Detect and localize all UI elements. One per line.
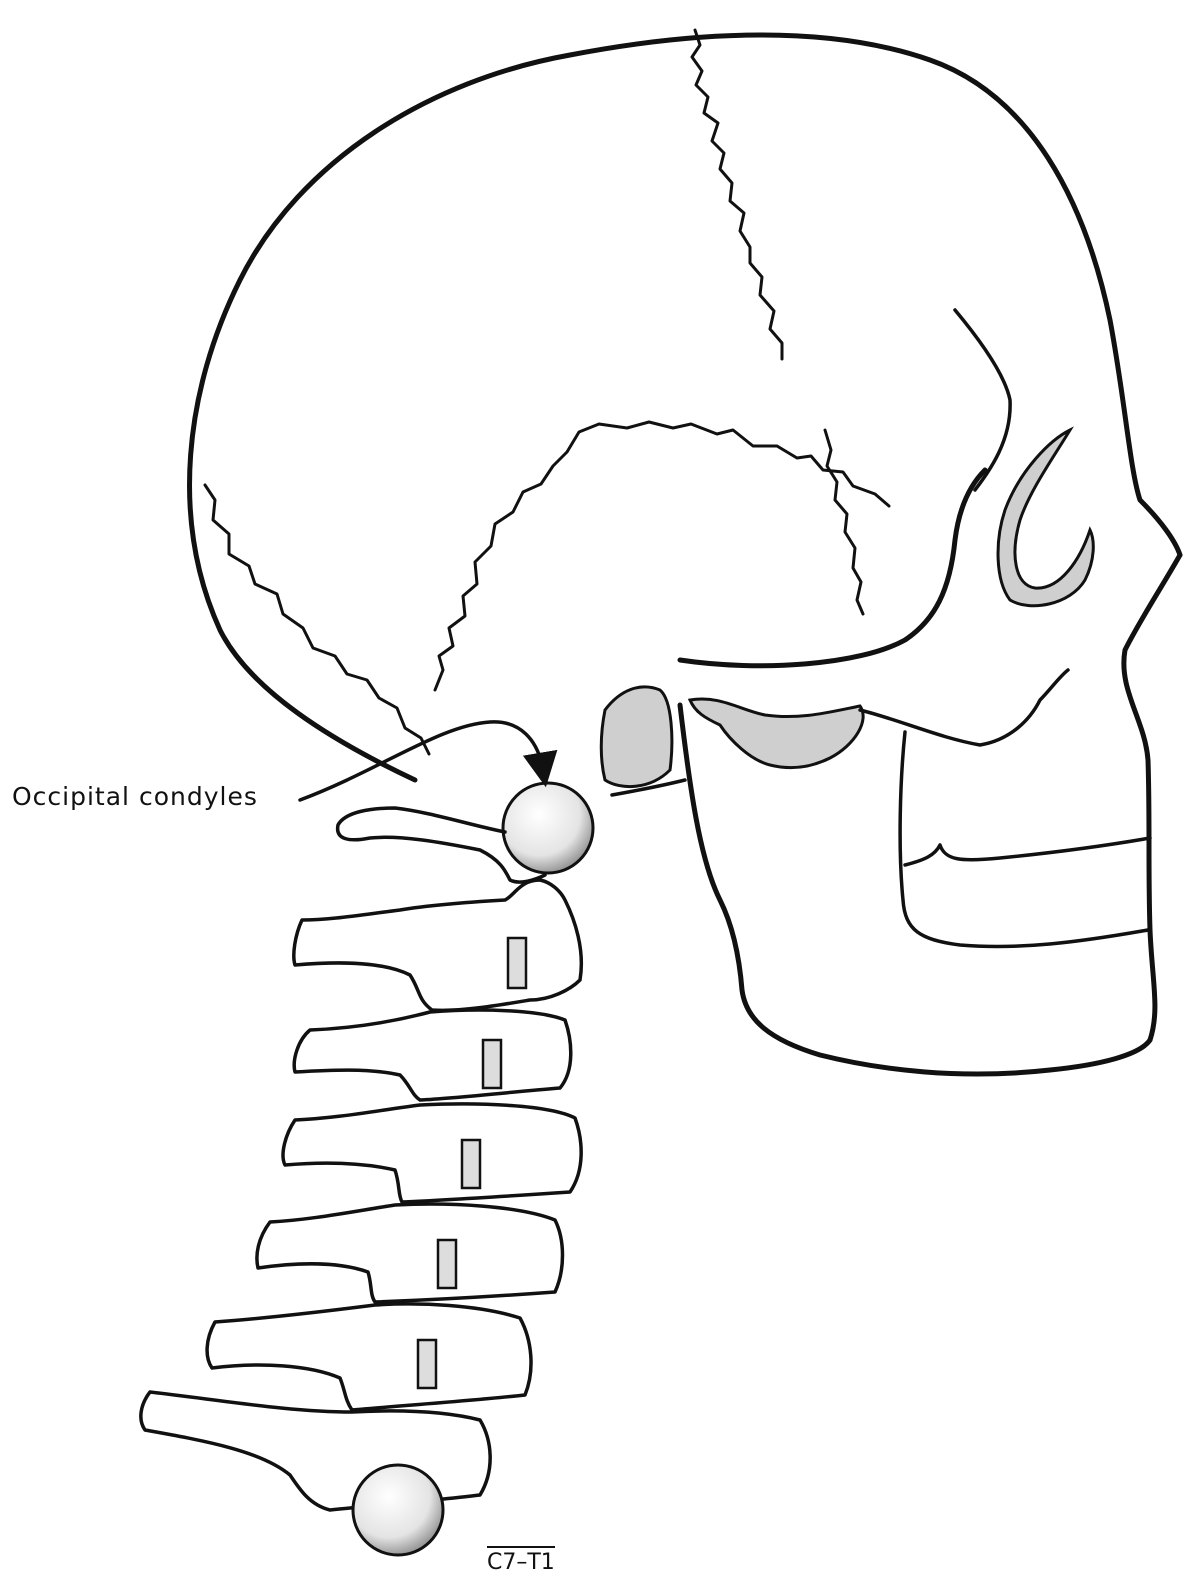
mastoid-process	[601, 687, 672, 787]
disc-marker-1	[508, 938, 526, 988]
disc-marker-5	[418, 1340, 436, 1388]
vertebra-c5	[257, 1204, 563, 1302]
vertebra-c4	[283, 1104, 581, 1202]
zygomatic-line	[680, 470, 985, 666]
sphenoparietal-suture	[825, 430, 863, 614]
c7-t1-label: C7–T1	[487, 1546, 555, 1575]
maxilla-line	[860, 670, 1068, 745]
squamosal-suture	[435, 422, 889, 690]
teeth-line	[905, 838, 1150, 865]
occipital-pointer-arrow	[300, 722, 543, 800]
zygomatic-arch	[690, 699, 863, 768]
c7-t1-label-text: C7–T1	[487, 1546, 555, 1575]
vertebra-c3	[294, 1010, 571, 1100]
occipital-condyle	[503, 783, 593, 873]
disc-marker-2	[483, 1040, 501, 1088]
occipital-condyles-label: Occipital condyles	[12, 782, 258, 811]
disc-marker-4	[438, 1240, 456, 1288]
cranium-outline	[190, 35, 1180, 780]
orbit	[998, 430, 1093, 606]
mandible	[680, 705, 1150, 1074]
disc-marker-3	[462, 1140, 480, 1188]
vertebra-c6	[207, 1304, 531, 1410]
coronal-suture	[692, 30, 782, 359]
t1-ball	[353, 1465, 443, 1555]
facial-profile	[1124, 555, 1180, 1040]
mandible-ramus-inner	[900, 732, 1148, 947]
temporal-line	[955, 310, 1010, 490]
lambdoid-suture	[205, 485, 429, 754]
vertebra-c2	[294, 880, 581, 1010]
